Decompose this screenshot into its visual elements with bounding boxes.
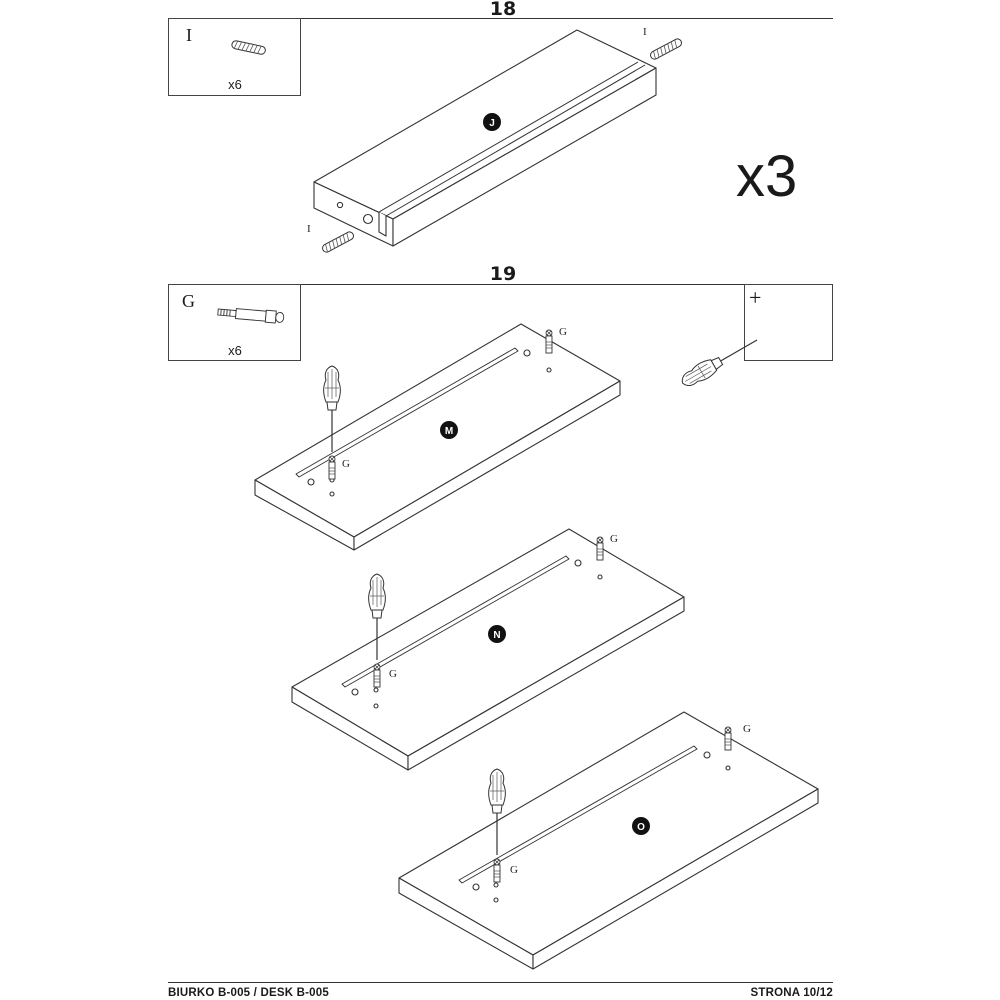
step-18-part-box: I x6 <box>168 18 301 96</box>
bolt-label: G <box>559 326 567 338</box>
part-box-quantity: x6 <box>228 343 242 358</box>
wooden-dowel-icon <box>320 230 356 255</box>
step-19-divider <box>168 284 833 285</box>
bolt-label: G <box>389 668 397 680</box>
step-19-tool-box: + <box>744 284 833 361</box>
step-19-number: 19 <box>489 263 517 285</box>
part-box-letter: G <box>182 291 195 311</box>
footer-page-number: STRONA 10/12 <box>750 987 833 999</box>
bolt-label: G <box>610 533 618 545</box>
panel-label: N <box>493 630 500 641</box>
panel-label: M <box>445 426 453 437</box>
tool-box-symbol: + <box>749 285 762 310</box>
panel-label-badge: J <box>483 113 501 131</box>
bolt-label: G <box>510 864 518 876</box>
part-box-letter: I <box>186 25 192 45</box>
panel-n <box>291 528 685 771</box>
footer-product-name: BIURKO B-005 / DESK B-005 <box>168 987 329 999</box>
cam-bolt-icon <box>328 455 336 480</box>
panel-label-badge: N <box>488 625 506 643</box>
footer-divider <box>168 982 833 983</box>
wooden-dowel-icon <box>230 39 267 56</box>
panel-label-badge: O <box>632 817 650 835</box>
cam-bolt-icon <box>545 329 553 354</box>
step-18-number: 18 <box>489 0 517 20</box>
step-18-divider <box>168 18 833 19</box>
bolt-label: G <box>743 723 751 735</box>
panel-label: O <box>637 822 645 833</box>
dowel-label: I <box>307 223 311 235</box>
cam-bolt-icon <box>493 858 501 883</box>
panel-label: J <box>489 118 495 129</box>
cam-bolt-icon <box>596 536 604 561</box>
part-box-quantity: x6 <box>228 77 242 92</box>
panel-m <box>254 323 621 551</box>
bolt-label: G <box>342 458 350 470</box>
phillips-screwdriver-icon <box>677 332 762 391</box>
cam-bolt-icon <box>217 308 285 324</box>
wooden-dowel-icon <box>648 37 684 62</box>
step-18-multiplier: x3 <box>736 144 798 209</box>
panel-label-badge: M <box>440 421 458 439</box>
cam-bolt-icon <box>724 726 732 751</box>
panel-j <box>313 29 657 247</box>
cam-bolt-icon <box>373 663 381 688</box>
dowel-label: I <box>643 26 647 38</box>
panel-o <box>398 711 819 970</box>
